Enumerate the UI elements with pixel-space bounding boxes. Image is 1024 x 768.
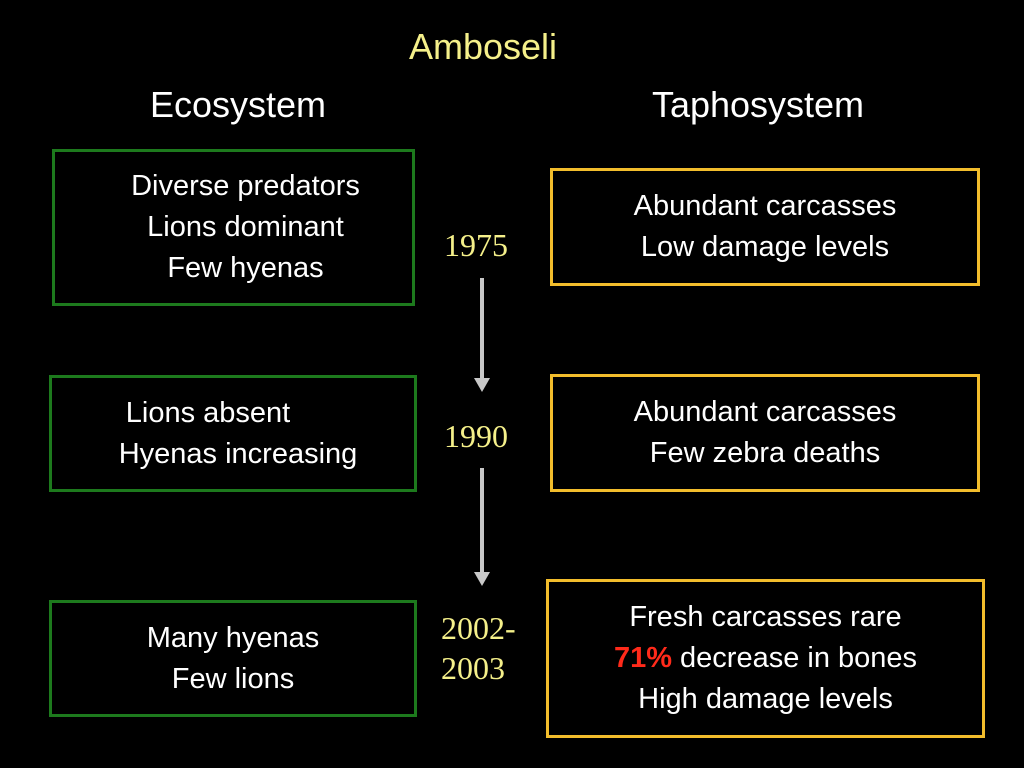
- diagram-title: Amboseli: [408, 26, 558, 67]
- year-1990: 1990: [444, 418, 508, 454]
- taphosystem-line: Abundant carcasses: [633, 396, 897, 428]
- arrow-1975-to-1990: [474, 278, 490, 392]
- taphosystem-line: Fresh carcasses rare: [629, 601, 902, 633]
- taphosystem-line: Abundant carcasses: [633, 190, 897, 222]
- taphosystem-line: High damage levels: [638, 683, 893, 715]
- ecosystem-header: Ecosystem: [149, 84, 327, 125]
- ecosystem-line: Lions dominant: [147, 211, 344, 243]
- ecosystem-box-1975: Diverse predators Lions dominant Few hye…: [52, 149, 415, 306]
- taphosystem-line: Few zebra deaths: [649, 437, 881, 469]
- ecosystem-line: Diverse predators: [131, 170, 360, 202]
- ecosystem-line: Many hyenas: [146, 621, 320, 654]
- taphosystem-line-text: decrease in bones: [671, 642, 918, 674]
- ecosystem-line: Hyenas increasing: [118, 437, 358, 470]
- taphosystem-line: Low damage levels: [640, 231, 890, 263]
- year-2002-2003: 2002- 2003: [441, 608, 516, 688]
- year-1975: 1975: [444, 227, 508, 263]
- taphosystem-header: Taphosystem: [651, 84, 865, 125]
- taphosystem-line: 71% decrease in bones: [614, 638, 917, 679]
- ecosystem-box-1990: Lions absent Hyenas increasing: [49, 375, 417, 492]
- taphosystem-box-1990: Abundant carcasses Few zebra deaths: [550, 374, 980, 492]
- taphosystem-box-1975: Abundant carcasses Low damage levels: [550, 168, 980, 286]
- year-line: 2002-: [441, 610, 516, 646]
- taphosystem-box-2002-2003: Fresh carcasses rare 71% decrease in bon…: [546, 579, 985, 738]
- ecosystem-box-2002-2003: Many hyenas Few lions: [49, 600, 417, 717]
- year-line: 2003: [441, 650, 505, 686]
- ecosystem-line: Few lions: [171, 662, 295, 695]
- ecosystem-line: Lions absent: [125, 396, 291, 429]
- ecosystem-line: Few hyenas: [167, 252, 324, 284]
- decrease-percentage-highlight: 71%: [613, 642, 672, 674]
- arrow-1990-to-2002: [474, 468, 490, 586]
